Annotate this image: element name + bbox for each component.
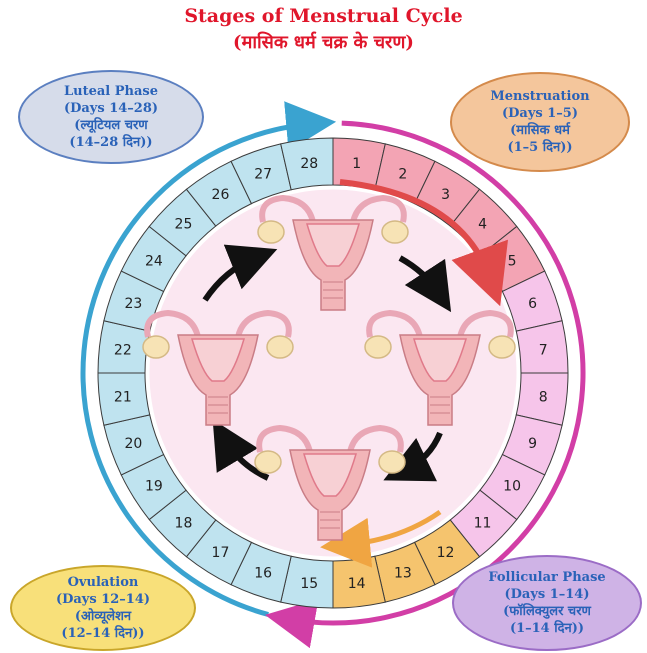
menstruation-bubble: Menstruation (Days 1–5) (मासिक धर्म (1–5… [450,72,630,172]
page-subtitle: (मासिक धर्म चक्र के चरण) [0,30,647,54]
day-label: 26 [212,187,230,203]
day-label: 4 [478,216,487,232]
day-label: 28 [300,156,318,172]
day-label: 5 [508,253,517,269]
day-label: 14 [348,576,366,592]
luteal-phase-bubble: Luteal Phase (Days 14–28) (ल्यूटियल चरण … [18,70,204,164]
day-label: 27 [254,166,272,182]
day-label: 23 [124,296,142,312]
follicular-days: (Days 1–14) [504,586,589,603]
day-label: 10 [503,479,521,495]
menstruation-title: Menstruation [490,88,589,105]
day-label: 3 [441,187,450,203]
ovulation-days: (Days 12–14) [56,591,150,608]
day-label: 25 [175,216,193,232]
day-label: 15 [300,576,318,592]
day-label: 24 [145,253,163,269]
menstruation-days: (Days 1–5) [502,105,578,122]
day-label: 2 [398,166,407,182]
day-label: 13 [394,566,412,582]
luteal-title: Luteal Phase [64,83,158,100]
follicular-phase-bubble: Follicular Phase (Days 1–14) (फॉलिक्युलर… [452,555,642,651]
ovulation-hindi-days: (12–14 दिन)) [61,625,144,642]
day-label: 12 [437,545,455,561]
day-label: 22 [114,342,132,358]
day-label: 1 [352,156,361,172]
menstruation-hindi-days: (1–5 दिन)) [507,139,572,156]
luteal-days: (Days 14–28) [64,100,158,117]
day-label: 19 [145,479,163,495]
follicular-title: Follicular Phase [488,569,605,586]
day-label: 21 [114,390,132,406]
day-label: 18 [175,516,193,532]
day-label: 7 [539,342,548,358]
ovulation-hindi: (ओव्यूलेशन [75,608,131,625]
day-label: 16 [254,566,272,582]
day-label: 17 [212,545,230,561]
ovulation-bubble: Ovulation (Days 12–14) (ओव्यूलेशन (12–14… [10,565,196,651]
ovulation-title: Ovulation [68,574,139,591]
page-title: Stages of Menstrual Cycle [0,5,647,27]
day-label: 9 [528,436,537,452]
luteal-hindi: (ल्यूटियल चरण [74,117,147,134]
luteal-hindi-days: (14–28 दिन)) [69,134,152,151]
follicular-hindi: (फॉलिक्युलर चरण [503,603,591,620]
menstruation-hindi: (मासिक धर्म [510,122,570,139]
day-label: 6 [528,296,537,312]
day-label: 8 [539,390,548,406]
follicular-hindi-days: (1–14 दिन)) [510,620,584,637]
day-label: 11 [474,516,492,532]
day-label: 20 [124,436,142,452]
